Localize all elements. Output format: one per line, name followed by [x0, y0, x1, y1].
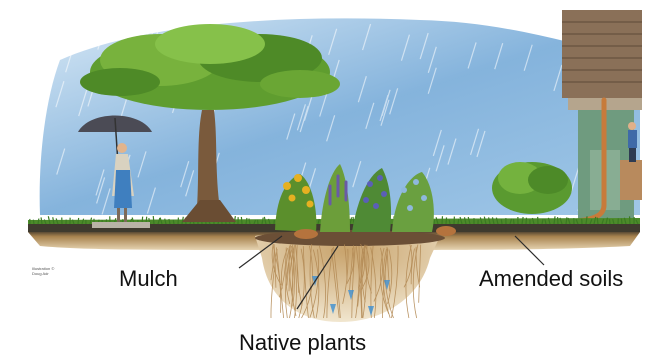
illustration-credit: Illustration © Doug Adr: [32, 266, 62, 276]
grass-blade: [173, 220, 174, 224]
grass-blade: [513, 219, 514, 224]
grass-blade: [38, 219, 39, 224]
grass-blade: [501, 219, 502, 224]
native-plants-label: Native plants: [239, 330, 366, 356]
mulch-layer: [255, 230, 445, 246]
amended-soils-label: Amended soils: [479, 266, 623, 292]
grass-blade: [241, 217, 242, 224]
grass-blade: [597, 218, 598, 224]
grass-blade: [33, 220, 34, 224]
grass-blade: [78, 218, 79, 224]
grass-blade: [449, 220, 450, 224]
grass-blade: [446, 217, 447, 224]
grass-blade: [153, 216, 154, 224]
sidewalk: [92, 222, 150, 228]
grass-blade: [458, 219, 459, 224]
shrub-icon: [492, 162, 572, 214]
mulch-label: Mulch: [119, 266, 178, 292]
grass-blade: [621, 219, 622, 224]
